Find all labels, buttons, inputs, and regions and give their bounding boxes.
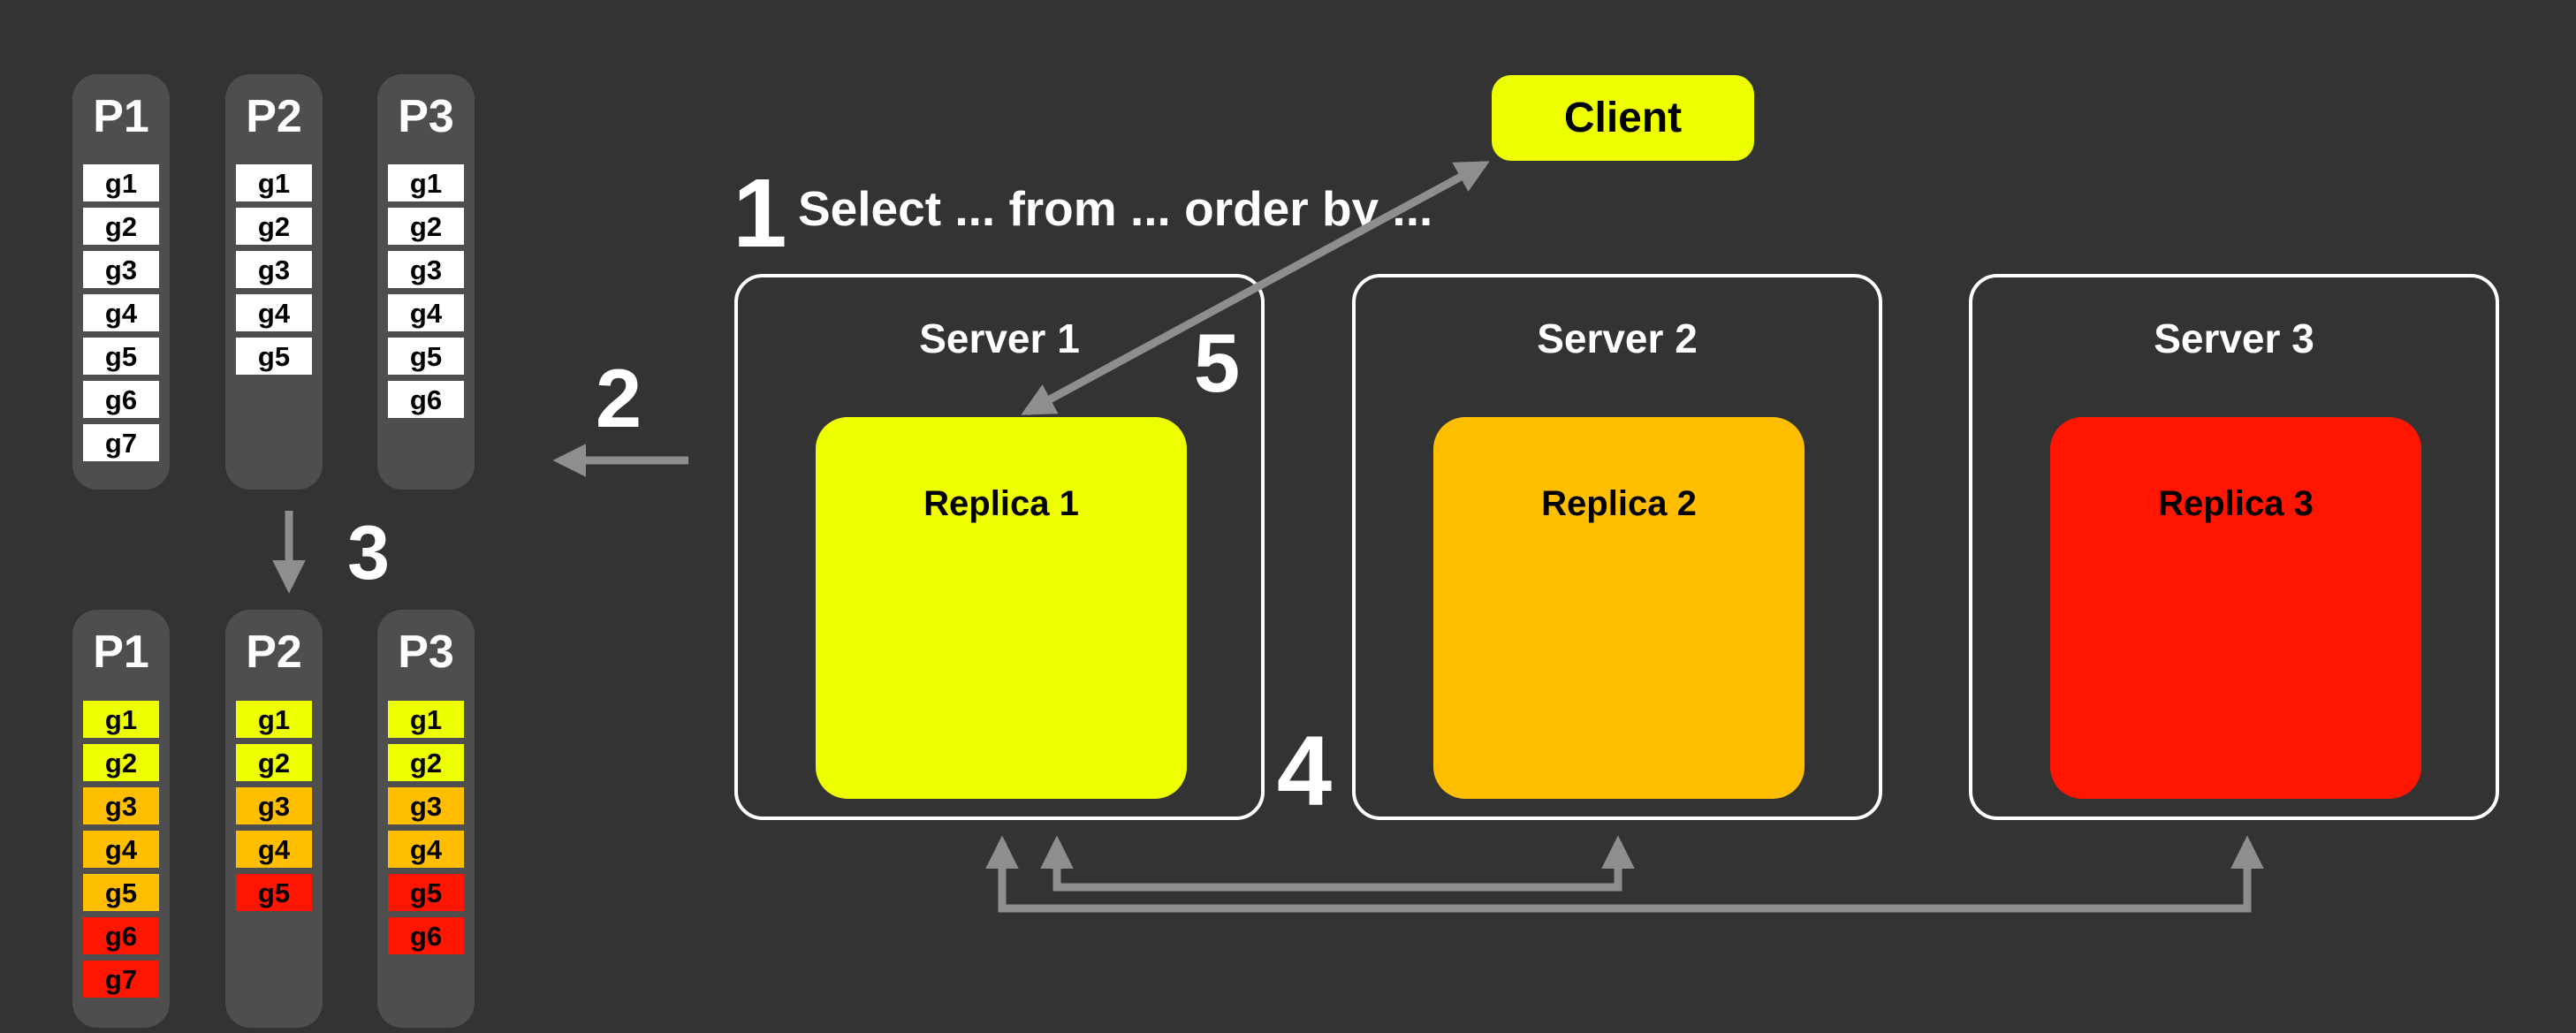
partition-cell-g1: g1 <box>83 701 159 738</box>
partition-cell-g3: g3 <box>388 251 464 288</box>
partition-cells: g1 g2 g3 g4 g5 g6 <box>377 701 475 961</box>
partition-cell-g2: g2 <box>83 208 159 245</box>
partition-cell-g2: g2 <box>236 744 312 781</box>
partition-cell-g4: g4 <box>236 831 312 868</box>
partition-before-p1: P1 g1 g2 g3 g4 g5 g6 g7 <box>72 74 170 490</box>
replica-2-box: Replica 2 <box>1433 417 1805 799</box>
step-1-query-text: Select ... from ... order by ... <box>798 181 1433 236</box>
partition-cell-g1: g1 <box>388 164 464 201</box>
partition-label: P1 <box>93 91 149 142</box>
partition-cell-g5: g5 <box>236 338 312 375</box>
replica-1-box: Replica 1 <box>816 417 1187 799</box>
partition-after-p1: P1 g1 g2 g3 g4 g5 g6 g7 <box>72 610 170 1028</box>
partition-label: P3 <box>398 627 454 678</box>
step-2-number: 2 <box>595 352 642 444</box>
partition-cell-g4: g4 <box>83 294 159 331</box>
partition-cell-g7: g7 <box>83 961 159 998</box>
partition-cell-g2: g2 <box>388 744 464 781</box>
partition-label: P1 <box>93 627 149 678</box>
server-3-label: Server 3 <box>2154 315 2314 361</box>
client-label: Client <box>1563 95 1683 141</box>
partition-label: P3 <box>398 91 454 142</box>
partition-cells: g1 g2 g3 g4 g5 g6 g7 <box>72 164 170 467</box>
step-1-number: 1 <box>733 159 787 268</box>
partition-cell-g2: g2 <box>83 744 159 781</box>
partition-cell-g2: g2 <box>236 208 312 245</box>
partition-cell-g4: g4 <box>388 831 464 868</box>
server-2-label: Server 2 <box>1537 315 1698 361</box>
partition-cell-g1: g1 <box>388 701 464 738</box>
partition-label: P2 <box>246 627 302 678</box>
partition-before-p3: P3 g1 g2 g3 g4 g5 g6 <box>377 74 475 490</box>
partition-cell-g1: g1 <box>236 164 312 201</box>
server-2-box: Server 2 Replica 2 <box>1352 274 1882 820</box>
partition-cell-g2: g2 <box>388 208 464 245</box>
partition-cell-g5: g5 <box>83 874 159 911</box>
partition-cells: g1 g2 g3 g4 g5 <box>225 164 323 381</box>
partition-cell-g7: g7 <box>83 424 159 461</box>
server-1-box: Server 1 Replica 1 <box>734 274 1265 820</box>
partition-cell-g3: g3 <box>236 251 312 288</box>
replica-2-label: Replica 2 <box>1541 484 1697 523</box>
client-box: Client <box>1492 75 1754 161</box>
partition-cell-g5: g5 <box>83 338 159 375</box>
partition-cells: g1 g2 g3 g4 g5 g6 <box>377 164 475 424</box>
partition-cell-g6: g6 <box>83 381 159 418</box>
partition-cell-g5: g5 <box>388 874 464 911</box>
server-3-box: Server 3 Replica 3 <box>1969 274 2499 820</box>
partition-cell-g1: g1 <box>236 701 312 738</box>
partition-cell-g5: g5 <box>236 874 312 911</box>
step-3-number: 3 <box>347 511 390 596</box>
partition-cell-g6: g6 <box>388 381 464 418</box>
partition-label: P2 <box>246 91 302 142</box>
partition-cell-g6: g6 <box>388 917 464 954</box>
replica-1-label: Replica 1 <box>923 484 1079 523</box>
partition-cell-g3: g3 <box>83 787 159 824</box>
server1-server2-exchange-arrow <box>1040 835 1635 892</box>
replica-3-box: Replica 3 <box>2050 417 2421 799</box>
partition-cell-g4: g4 <box>236 294 312 331</box>
partition-cells: g1 g2 g3 g4 g5 g6 g7 <box>72 701 170 1004</box>
replica-3-label: Replica 3 <box>2158 484 2314 523</box>
partition-cells: g1 g2 g3 g4 g5 <box>225 701 323 917</box>
partition-cell-g1: g1 <box>83 164 159 201</box>
partition-cell-g6: g6 <box>83 917 159 954</box>
step-4-number: 4 <box>1276 716 1333 826</box>
partition-before-p2: P2 g1 g2 g3 g4 g5 <box>225 74 323 490</box>
partition-cell-g4: g4 <box>83 831 159 868</box>
partition-after-p3: P3 g1 g2 g3 g4 g5 g6 <box>377 610 475 1028</box>
partition-cell-g3: g3 <box>83 251 159 288</box>
partition-cell-g3: g3 <box>388 787 464 824</box>
partition-cell-g3: g3 <box>236 787 312 824</box>
partition-after-p2: P2 g1 g2 g3 g4 g5 <box>225 610 323 1028</box>
step-5-number: 5 <box>1193 316 1241 409</box>
partition-cell-g4: g4 <box>388 294 464 331</box>
server1-server3-exchange-arrow <box>985 835 2264 913</box>
partition-cell-g5: g5 <box>388 338 464 375</box>
